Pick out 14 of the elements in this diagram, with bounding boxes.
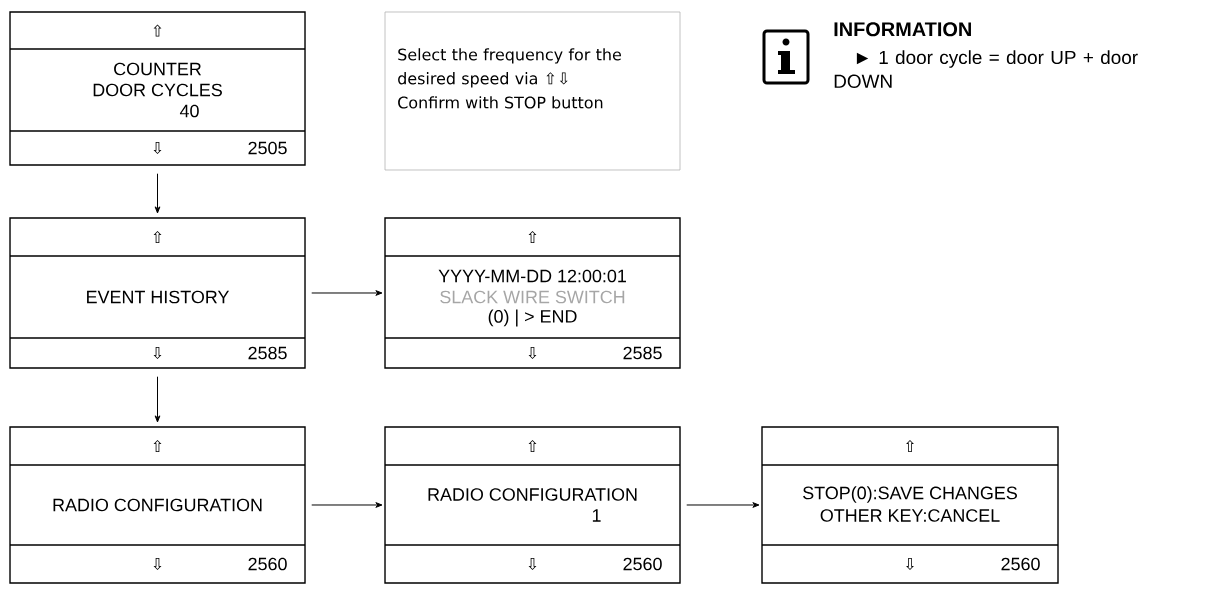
display-screen: ⇧ YYYY-MM-DD 12:00:01 SLACK WIRE SWITCH (0) | > END ⇩ 2585 (384, 217, 681, 369)
display-screen: ⇧ EVENT HISTORY ⇩ 2585 (9, 217, 306, 369)
arrow (154, 376, 161, 423)
display-screen: ⇧ STOP(0):SAVE CHANGES OTHER KEY:CANCEL ⇩ 2560 (761, 426, 1059, 584)
display-screen: ⇧ RADIO CONFIGURATION ⇩ 2560 (9, 426, 306, 584)
info-text: ► 1 door cycle = door UP + door DOWN (834, 50, 1138, 88)
arrow (375, 290, 383, 296)
display-screen: ⇧ COUNTER DOOR CYCLES 40 ⇩ 2505 (9, 11, 306, 166)
arrow (752, 502, 760, 508)
arrow (375, 502, 383, 508)
display-screen: ⇧ RADIO CONFIGURATION 1 ⇩ 2560 (384, 426, 681, 584)
note-box: Select the frequency for the desired speed via ⇧⇩ Confirm with STOP button (384, 11, 681, 171)
arrow (154, 173, 161, 214)
info-heading: INFORMATION (834, 22, 971, 37)
